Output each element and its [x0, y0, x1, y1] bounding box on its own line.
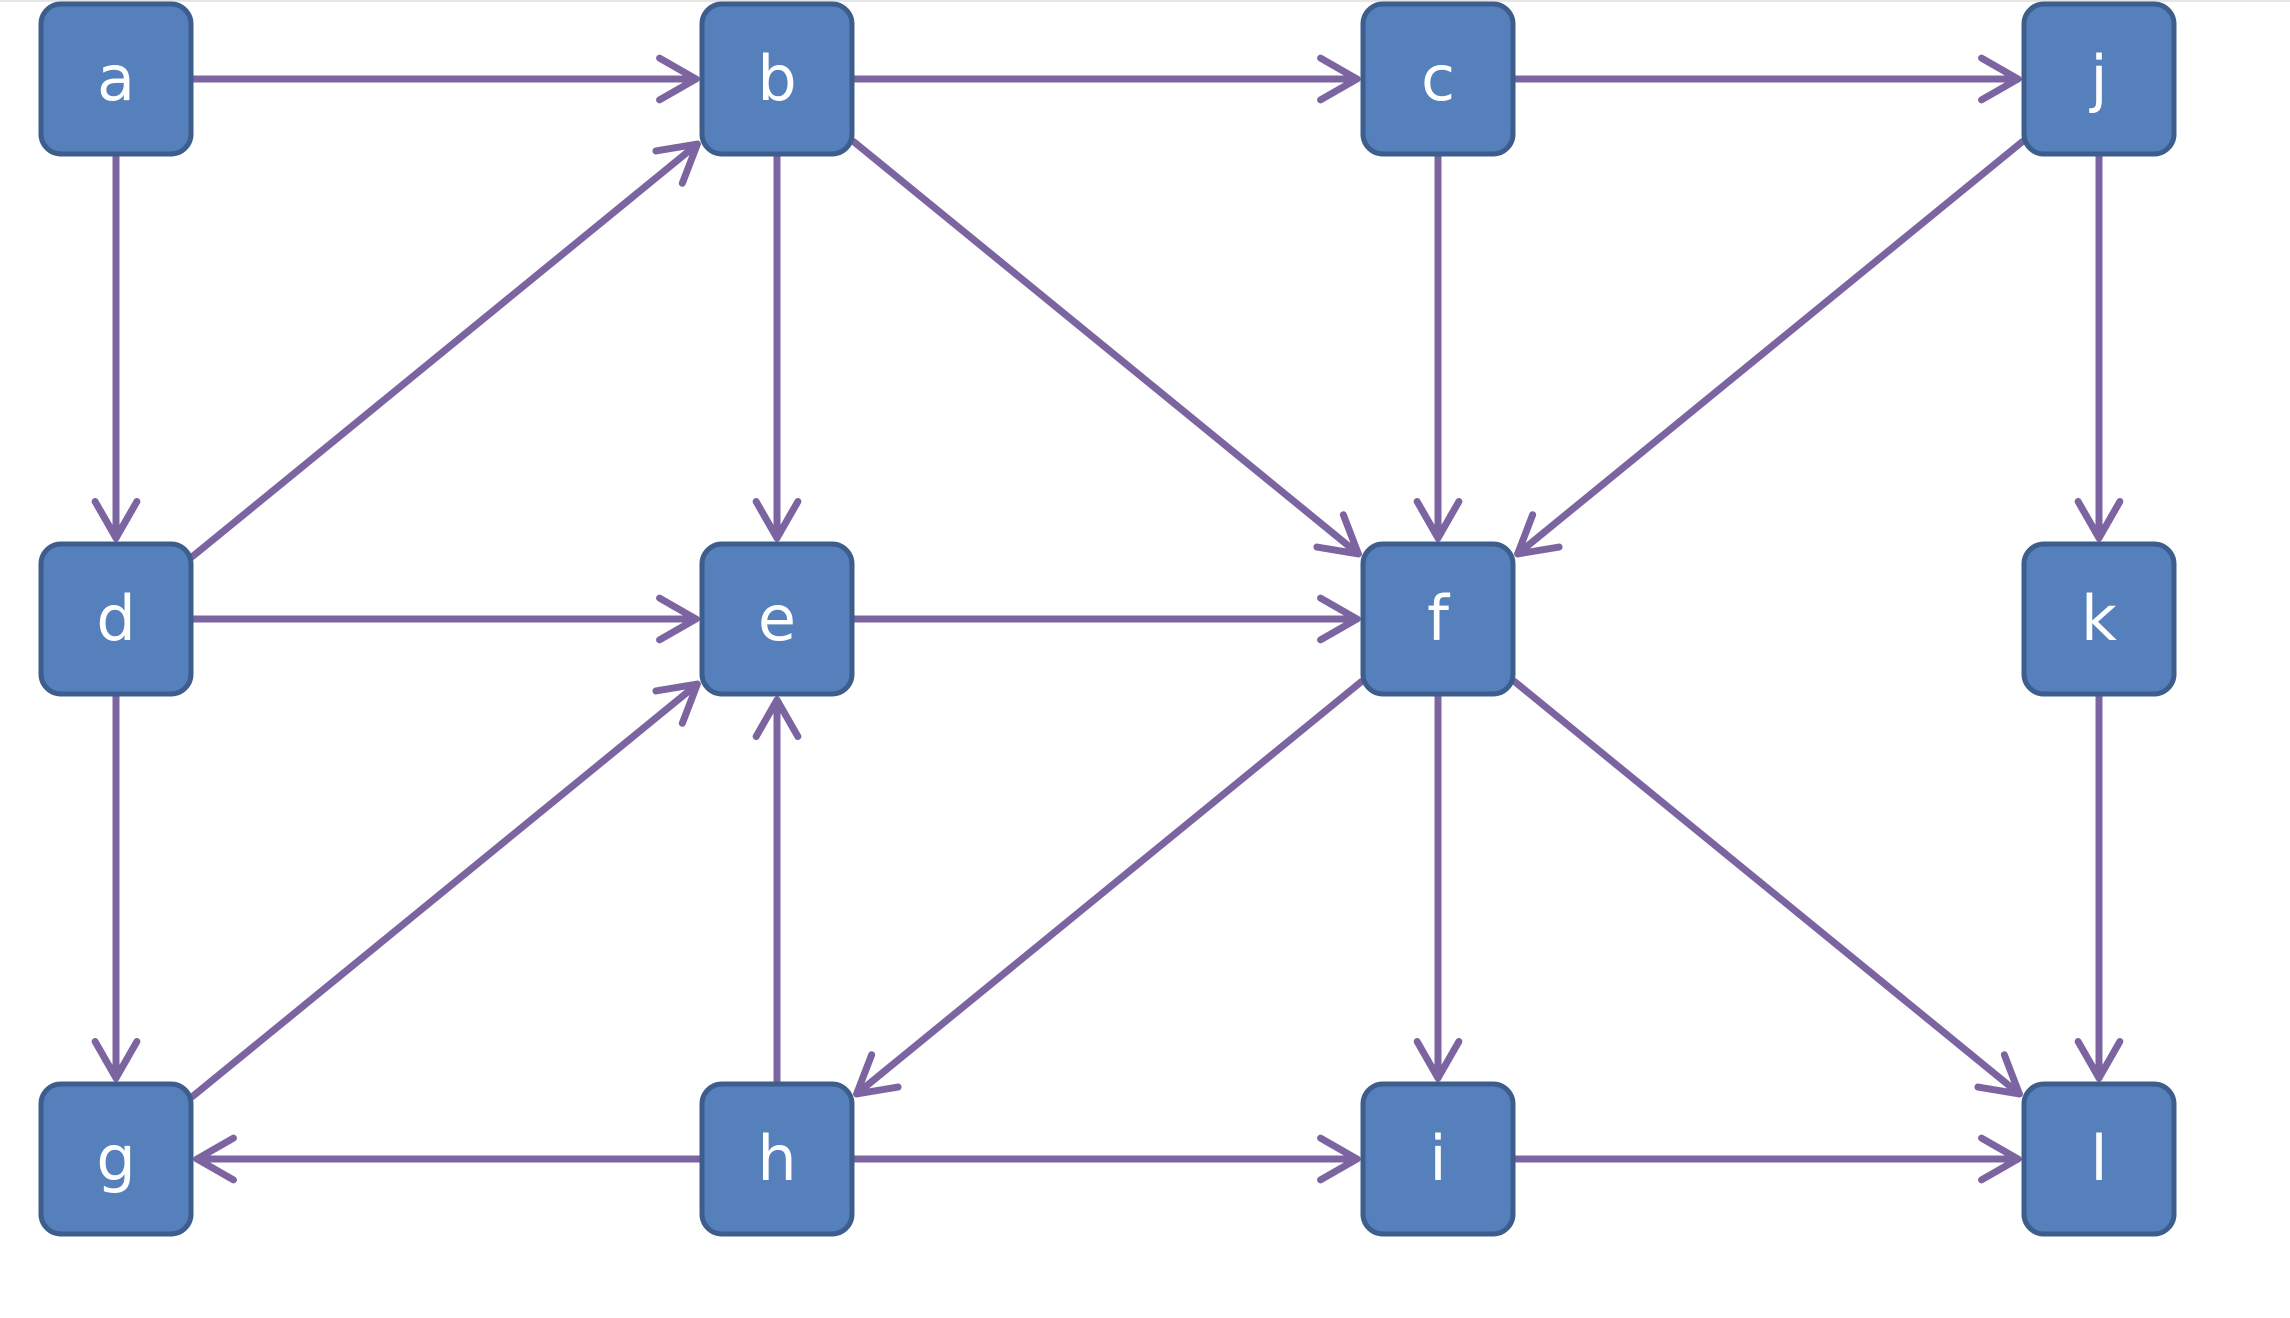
edge-k-to-l — [2074, 692, 2124, 1082]
edge-arrowhead — [656, 594, 700, 644]
edge-arrowhead — [1413, 498, 1463, 542]
edge-g-to-e — [189, 680, 701, 1100]
node-box — [699, 1, 855, 157]
edge-i-to-l — [1511, 1134, 2022, 1184]
node-label: d — [96, 582, 135, 655]
edge-line — [189, 680, 701, 1100]
edge-arrowhead — [652, 140, 701, 187]
edge-c-to-j — [1511, 54, 2022, 104]
node-d: d — [38, 541, 194, 697]
edge-arrowhead — [1313, 511, 1362, 558]
node-l: l — [2021, 1081, 2177, 1237]
edge-f-to-i — [1413, 692, 1463, 1082]
edge-arrowhead — [752, 696, 802, 740]
edge-a-to-b — [189, 54, 700, 104]
edge-line — [189, 140, 701, 560]
node-h: h — [699, 1081, 855, 1237]
node-label: k — [2081, 582, 2117, 655]
edge-arrowhead — [1413, 1038, 1463, 1082]
edge-d-to-g — [91, 692, 141, 1082]
node-box — [38, 1081, 194, 1237]
edge-b-to-f — [850, 138, 1362, 558]
edge-arrowhead — [1978, 54, 2022, 104]
edge-arrowhead — [1978, 1134, 2022, 1184]
edge-line — [853, 678, 1365, 1098]
edge-arrowhead — [1317, 1134, 1361, 1184]
node-box — [2021, 541, 2177, 697]
node-b: b — [699, 1, 855, 157]
node-box — [38, 1, 194, 157]
top-border-line — [0, 0, 2290, 2]
edge-c-to-f — [1413, 152, 1463, 542]
edge-b-to-e — [752, 152, 802, 542]
edge-e-to-f — [850, 594, 1361, 644]
edge-j-to-k — [2074, 152, 2124, 542]
node-label: c — [1421, 42, 1455, 115]
edge-arrowhead — [1974, 1051, 2023, 1098]
node-g: g — [38, 1081, 194, 1237]
edge-d-to-b — [189, 140, 701, 560]
edge-h-to-i — [850, 1134, 1361, 1184]
edge-line — [850, 138, 1362, 558]
node-box — [2021, 1081, 2177, 1237]
node-label: i — [1429, 1122, 1446, 1195]
node-label: e — [758, 582, 796, 655]
node-f: f — [1360, 541, 1516, 697]
node-label: g — [96, 1122, 135, 1195]
edge-arrowhead — [1317, 54, 1361, 104]
node-box — [1360, 1, 1516, 157]
edge-h-to-e — [752, 696, 802, 1086]
node-box — [1360, 1081, 1516, 1237]
node-box — [1360, 541, 1516, 697]
edge-line — [1514, 138, 2026, 558]
edge-arrowhead — [2074, 498, 2124, 542]
node-box — [38, 541, 194, 697]
edge-arrowhead — [1317, 594, 1361, 644]
edge-arrowhead — [193, 1134, 237, 1184]
edge-arrowhead — [91, 498, 141, 542]
node-j: j — [2021, 1, 2177, 157]
node-box — [699, 1081, 855, 1237]
edges-layer — [91, 54, 2124, 1184]
node-label: b — [757, 42, 796, 115]
edge-arrowhead — [656, 54, 700, 104]
edge-j-to-f — [1514, 138, 2026, 558]
node-box — [699, 541, 855, 697]
edge-a-to-d — [91, 152, 141, 542]
node-label: j — [2088, 42, 2107, 115]
node-label: f — [1427, 582, 1451, 655]
node-label: h — [757, 1122, 796, 1195]
node-k: k — [2021, 541, 2177, 697]
edge-line — [1511, 678, 2023, 1098]
node-i: i — [1360, 1081, 1516, 1237]
edge-arrowhead — [652, 680, 701, 727]
node-label: l — [2090, 1122, 2107, 1195]
edge-arrowhead — [2074, 1038, 2124, 1082]
edge-arrowhead — [853, 1051, 902, 1098]
edge-arrowhead — [752, 498, 802, 542]
edge-f-to-h — [853, 678, 1365, 1098]
edge-h-to-g — [193, 1134, 704, 1184]
edge-b-to-c — [850, 54, 1361, 104]
node-e: e — [699, 541, 855, 697]
edge-d-to-e — [189, 594, 700, 644]
edge-arrowhead — [1514, 511, 1563, 558]
nodes-layer: a b c j d e f k g h i l — [38, 1, 2177, 1237]
edge-f-to-l — [1511, 678, 2023, 1098]
node-a: a — [38, 1, 194, 157]
node-c: c — [1360, 1, 1516, 157]
edge-arrowhead — [91, 1038, 141, 1082]
node-label: a — [97, 42, 135, 115]
node-box — [2021, 1, 2177, 157]
